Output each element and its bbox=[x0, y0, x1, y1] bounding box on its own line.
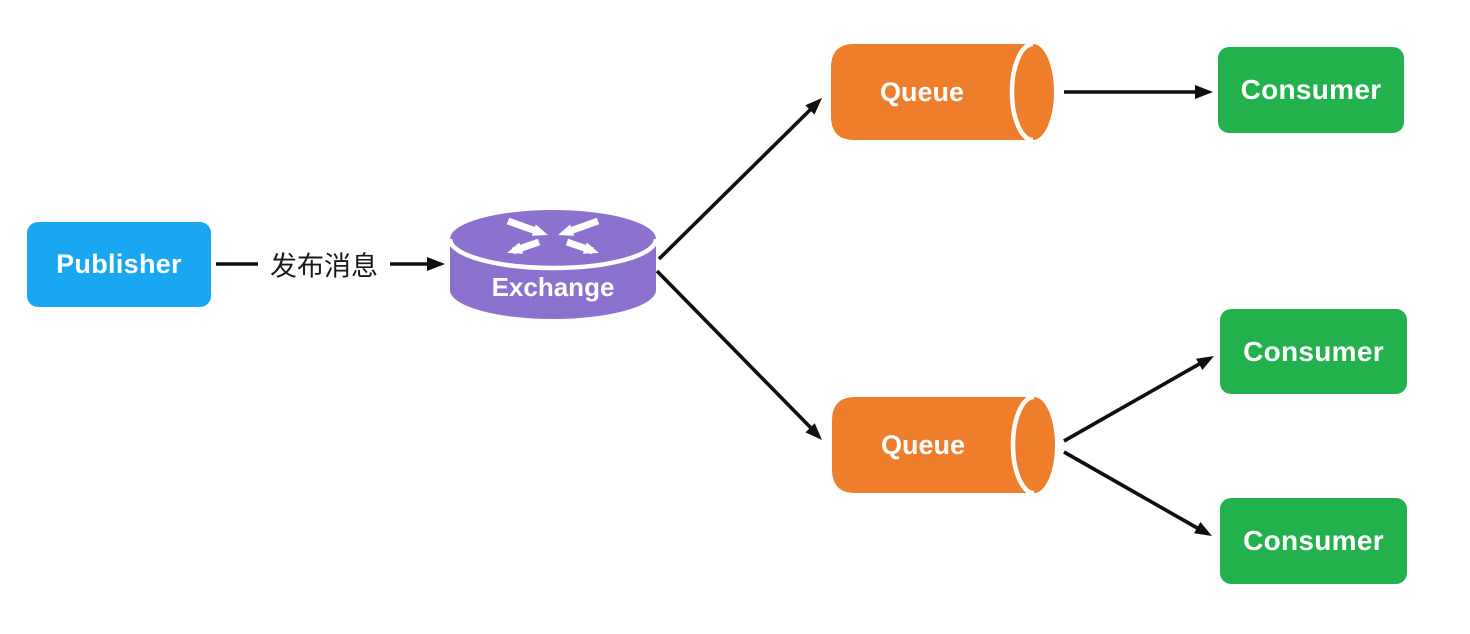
queue1-cylinder-shape bbox=[831, 43, 1054, 141]
queue2-node: Queue bbox=[831, 396, 1056, 494]
consumer1-node: Consumer bbox=[1218, 47, 1404, 133]
consumer3-label: Consumer bbox=[1243, 525, 1384, 556]
publisher-node: Publisher bbox=[27, 222, 211, 307]
queue2-label: Queue bbox=[880, 430, 966, 460]
exchange-cylinder-shape bbox=[448, 210, 658, 319]
consumer2-node: Consumer bbox=[1220, 309, 1407, 394]
exchange-node: Exchange bbox=[448, 210, 658, 320]
exchange-label: Exchange bbox=[491, 272, 615, 302]
queue2-cylinder-shape bbox=[832, 396, 1055, 494]
consumer1-label: Consumer bbox=[1240, 74, 1382, 105]
queue1-node: Queue bbox=[830, 43, 1055, 141]
arrow-queue1-to-consumer1 bbox=[1064, 85, 1213, 99]
arrow-exchange-to-queue1 bbox=[657, 98, 822, 261]
queue1-label: Queue bbox=[879, 77, 965, 107]
publish-message-edge-label: 发布消息 bbox=[258, 244, 390, 284]
arrow-queue2-to-consumer3 bbox=[1063, 450, 1212, 536]
arrow-exchange-to-queue2 bbox=[655, 269, 822, 440]
consumer3-node: Consumer bbox=[1220, 498, 1407, 584]
arrow-queue2-to-consumer2 bbox=[1063, 356, 1214, 443]
publisher-label: Publisher bbox=[56, 249, 182, 279]
router-arrows-icon bbox=[506, 217, 600, 255]
consumer2-label: Consumer bbox=[1243, 335, 1384, 367]
